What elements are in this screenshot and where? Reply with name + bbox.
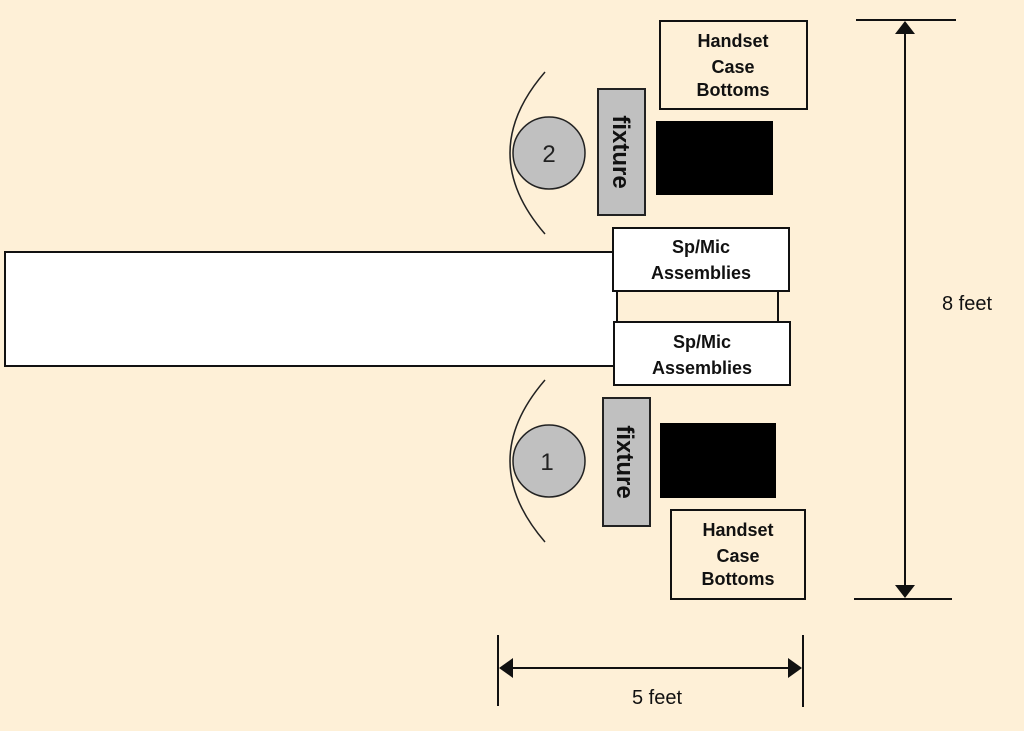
arrowhead-right-icon [788,658,802,678]
fixture-bottom [602,397,651,527]
assemblies-label-line-2: Assemblies [652,358,752,378]
arrowhead-left-icon [499,658,513,678]
parts-bin-bottom-line-1: Handset [702,520,773,540]
conveyor-body [4,251,618,367]
operator-1-number: 1 [540,449,553,476]
spmic-assemblies-upper: Sp/Mic Assemblies [612,227,790,292]
assemblies-label-line-2: Assemblies [651,263,751,283]
assemblies-label-line-1: Sp/Mic [673,332,731,352]
operator-1-circle [512,424,586,498]
height-dimension: 8 feet [854,19,992,600]
parts-bin-bottom-line-2: Case [716,546,759,566]
parts-bin-top-line-2: Case [711,57,754,77]
station-bottom: 1 fixture Handset Case Bottoms [509,379,806,600]
fixture-bottom-label: fixture [611,425,638,498]
spmic-assemblies-lower: Sp/Mic Assemblies [613,321,791,386]
fixture-top [597,88,646,216]
height-label: 8 feet [942,293,992,315]
arrowhead-down-icon [895,585,915,598]
parts-bin-top-line-3: Bottoms [697,80,770,100]
workpiece-top [656,121,773,195]
fixture-top-label: fixture [607,115,634,188]
conveyor [4,251,779,367]
assemblies-box [612,227,790,292]
operator-2-number: 2 [542,141,555,168]
operator-reach-arc [509,71,546,235]
parts-bin-top-line-1: Handset [697,31,768,51]
workpiece-bottom [660,423,776,498]
operator-reach-arc [509,379,546,543]
assemblies-box [613,321,791,386]
width-dimension: 5 feet [497,635,804,709]
station-top: 2 fixture Handset Case Bottoms [509,20,808,235]
assemblies-label-line-1: Sp/Mic [672,237,730,257]
operator-2-circle [512,116,586,190]
parts-bin-bottom-line-3: Bottoms [702,569,775,589]
width-label: 5 feet [632,687,682,709]
parts-bin-bottom [670,509,806,600]
parts-bin-top [659,20,808,110]
arrowhead-up-icon [895,21,915,34]
